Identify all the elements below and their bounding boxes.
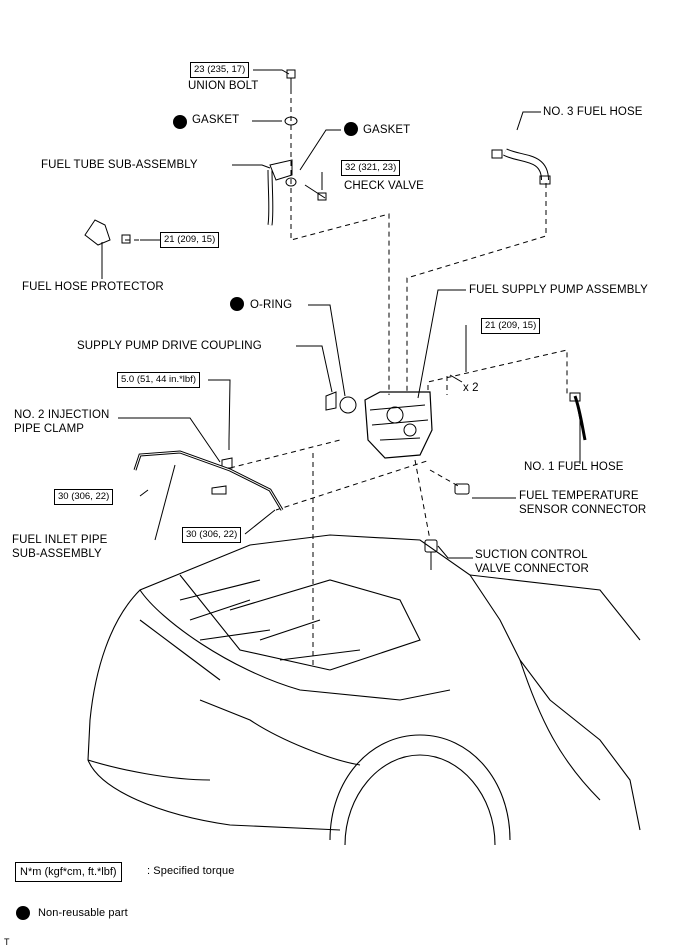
label-union-bolt: UNION BOLT [188,80,259,92]
corner-mark: T [4,937,10,947]
label-no2-injection-clamp-line1: NO. 2 INJECTION [14,409,110,421]
label-fuel-inlet-pipe-line2: SUB-ASSEMBLY [12,548,102,560]
label-check-valve: CHECK VALVE [344,180,424,192]
torque-clamp: 5.0 (51, 44 in.*lbf) [117,372,200,388]
label-fuel-hose-protector: FUEL HOSE PROTECTOR [22,281,164,293]
leader-suction [437,545,473,559]
torque-pump-bolts: 21 (209, 15) [481,318,541,334]
label-gasket-right: GASKET [363,124,411,136]
leader-o-ring [308,304,346,397]
torque-inlet-right: 30 (306, 22) [182,527,242,543]
dashed-no3-hose [406,183,547,392]
label-o-ring: O-RING [250,299,293,311]
label-gasket-top: GASKET [192,114,240,126]
label-x2: x 2 [463,382,479,394]
leader-clamp-torque [208,379,231,441]
legend-nonreusable-dot [16,906,30,920]
label-fuel-tube: FUEL TUBE SUB-ASSEMBLY [41,159,198,171]
dashed-inlet [275,459,431,511]
nonreusable-dot-gasket-right [344,122,358,136]
torque-hose-protector: 21 (209, 15) [160,232,220,248]
leader-coupling [296,345,333,393]
nonreusable-dot-gasket-top [173,115,187,129]
nonreusable-dot-o-ring [230,297,244,311]
torque-inlet-left: 30 (306, 22) [54,489,114,505]
dashed-suction [414,459,431,541]
label-no2-injection-clamp-line2: PIPE CLAMP [14,423,85,435]
torque-check-valve: 32 (321, 23) [341,160,401,176]
legend-torque-desc: : Specified torque [147,865,235,877]
dashed-fuel-tube [290,80,390,395]
label-no3-fuel-hose: NO. 3 FUEL HOSE [543,106,643,118]
label-fuel-temp-sensor-line2: SENSOR CONNECTOR [519,504,647,516]
leader-pump [417,289,466,399]
leader-inlet-torque-right [244,509,276,535]
label-suction-control-line1: SUCTION CONTROL [475,549,588,561]
legend-nonreusable-desc: Non-reusable part [38,907,128,919]
dashed-clamp [229,439,341,469]
label-suction-control-line2: VALVE CONNECTOR [475,563,589,575]
leader-no3-hose [516,111,541,131]
leader-gasket-right [299,129,341,171]
label-no1-fuel-hose: NO. 1 FUEL HOSE [524,461,624,473]
leader-clamp [118,417,221,463]
vehicle-outline [87,534,641,846]
torque-union-bolt: 23 (235, 17) [190,62,250,78]
label-fuel-inlet-pipe-line1: FUEL INLET PIPE [12,534,108,546]
dashed-no1-hose [427,349,568,395]
legend-torque-unit-box: N*m (kgf*cm, ft.*lbf) [15,862,122,882]
label-fuel-supply-pump: FUEL SUPPLY PUMP ASSEMBLY [469,284,648,296]
label-fuel-temp-sensor-line1: FUEL TEMPERATURE [519,490,639,502]
leader-inlet-torque-left [139,489,149,497]
dashed-temp [429,469,461,488]
leader-union-bolt [253,69,290,75]
leader-fuel-tube [232,164,271,169]
label-supply-pump-drive-coupling: SUPPLY PUMP DRIVE COUPLING [77,340,262,352]
leader-inlet-pipe [154,464,176,541]
